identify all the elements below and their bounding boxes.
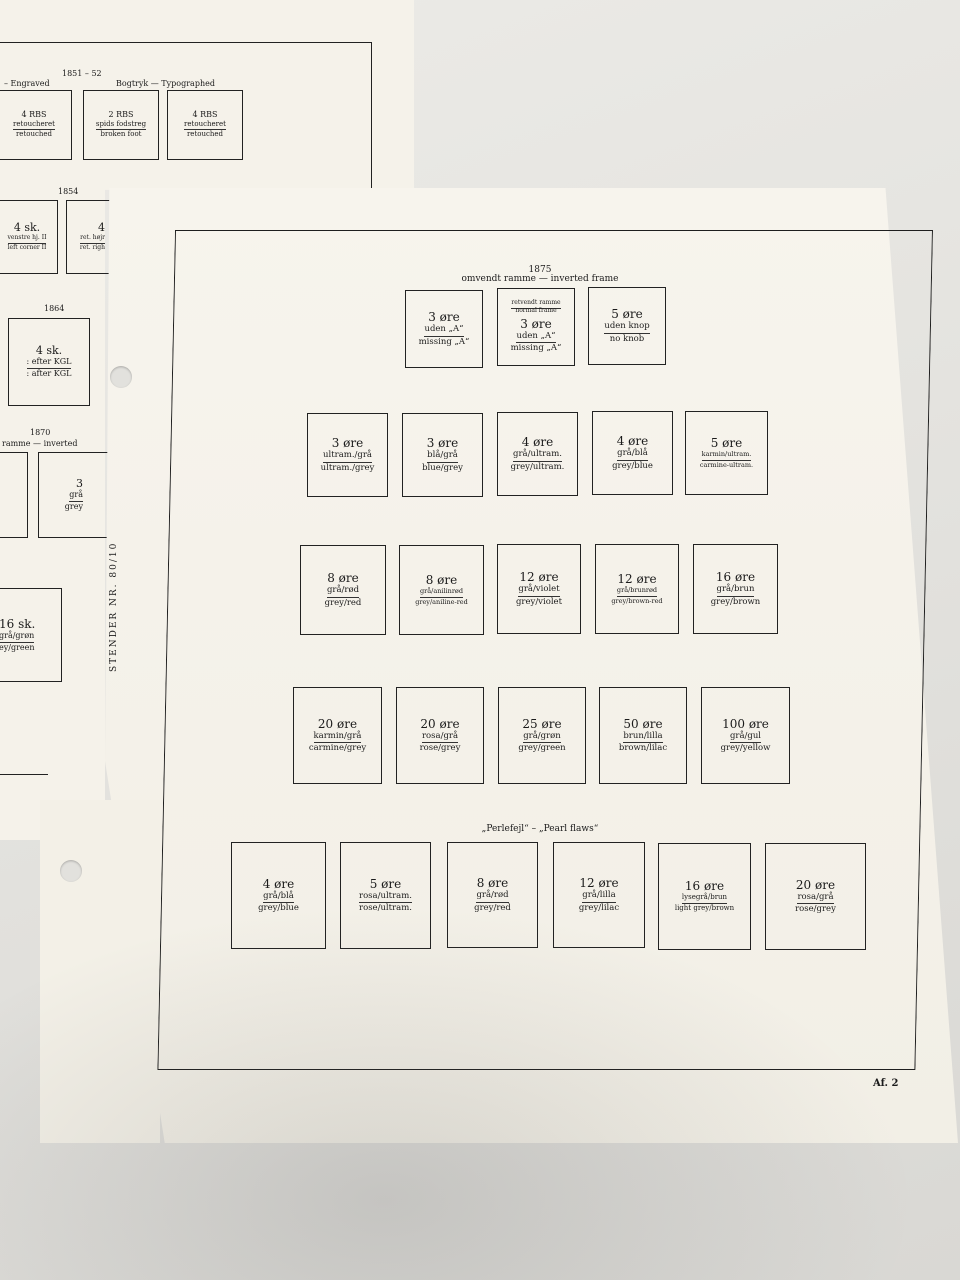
stamp-1875-normal-frame: retvendt ramme normal frame 3 øre uden „… bbox=[497, 288, 575, 366]
back-stamp-1870-left bbox=[0, 452, 28, 538]
stamp-row4-4: 50 øre brun/lilla brown/lilac bbox=[599, 687, 687, 784]
stamp-row3-3: 12 øre grå/violet grey/violet bbox=[497, 544, 581, 634]
stamp-row3-2: 8 øre grå/anilinrød grey/aniline-red bbox=[399, 545, 484, 635]
back-stamp-3: 4 RBS retoucheret retouched bbox=[167, 90, 243, 160]
stamp-pearl-2: 5 øre rosa/ultram. rose/ultram. bbox=[340, 842, 431, 949]
front-album-page bbox=[105, 188, 958, 1143]
stamp-pearl-4: 12 øre grå/lilla grey/lilac bbox=[553, 842, 645, 948]
back-stamp-1854-a: 4 sk. venstre hj. II left corner II bbox=[0, 200, 58, 274]
back-page-left-strip: 1854 4 sk. venstre hj. II left corner II… bbox=[0, 187, 126, 840]
back-year-1854: 1854 bbox=[58, 187, 79, 196]
stamp-pearl-6: 20 øre rosa/grå rose/grey bbox=[765, 843, 866, 950]
stamp-pearl-5: 16 øre lysegrå/brun light grey/brown bbox=[658, 843, 751, 950]
back-year-1851: 1851 – 52 bbox=[62, 69, 102, 78]
stamp-row4-2: 20 øre rosa/grå rose/grey bbox=[396, 687, 484, 784]
stamp-row4-3: 25 øre grå/grøn grey/green bbox=[498, 687, 586, 784]
pearl-flaws-heading: „Perlefejl“ – „Pearl flaws“ bbox=[481, 824, 599, 834]
stender-label: STENDER NR. 80/10 bbox=[109, 541, 119, 672]
stamp-1875-uden-a: 3 øre uden „A“ missing „A“ bbox=[405, 290, 483, 368]
back-header-right: Bogtryk — Typographed bbox=[116, 79, 215, 88]
stamp-row4-5: 100 øre grå/gul grey/yellow bbox=[701, 687, 790, 784]
back-stamp-1864: 4 sk. : efter KGL : after KGL bbox=[8, 318, 90, 406]
stamp-row3-4: 12 øre grå/brunrød grey/brown-red bbox=[595, 544, 679, 634]
page-number: Af. 2 bbox=[873, 1078, 899, 1089]
stamp-row3-1: 8 øre grå/rød grey/red bbox=[300, 545, 386, 635]
stamp-row4-1: 20 øre karmin/grå carmine/grey bbox=[293, 687, 382, 784]
back-header-left: – Engraved bbox=[4, 79, 50, 88]
back-header-1870: ramme — inverted bbox=[2, 439, 78, 448]
stamp-pearl-3: 8 øre grå/rød grey/red bbox=[447, 842, 538, 948]
stamp-1875-uden-knop: 5 øre uden knop no knob bbox=[588, 287, 666, 365]
punch-hole-top bbox=[110, 366, 132, 388]
stamp-row2-5: 5 øre karmin/ultram. carmine-ultram. bbox=[685, 411, 768, 495]
back-year-1864: 1864 bbox=[44, 304, 65, 313]
back-stamp-16sk: 16 sk. grå/grøn ey/green bbox=[0, 588, 62, 682]
section-subtitle: omvendt ramme — inverted frame bbox=[461, 274, 619, 284]
stamp-row3-5: 16 øre grå/brun grey/brown bbox=[693, 544, 778, 634]
punch-hole-bottom bbox=[60, 860, 82, 882]
stamp-row2-2: 3 øre blå/grå blue/grey bbox=[402, 413, 483, 497]
front-page-lower-left bbox=[40, 800, 160, 1143]
back-year-1870: 1870 bbox=[30, 428, 51, 437]
back-stamp-2: 2 RBS spids fodstreg broken foot bbox=[83, 90, 159, 160]
stamp-row2-3: 4 øre grå/ultram. grey/ultram. bbox=[497, 412, 578, 496]
back-strip-frame-line bbox=[0, 774, 48, 775]
stamp-row2-1: 3 øre ultram./grå ultram./grey bbox=[307, 413, 388, 497]
section-year: 1875 bbox=[528, 265, 552, 275]
back-stamp-1: 4 RBS retoucheret retouched bbox=[0, 90, 72, 160]
stamp-row2-4: 4 øre grå/blå grey/blue bbox=[592, 411, 673, 495]
back-stamp-1870: 3 grå grey bbox=[38, 452, 110, 538]
stamp-pearl-1: 4 øre grå/blå grey/blue bbox=[231, 842, 326, 949]
